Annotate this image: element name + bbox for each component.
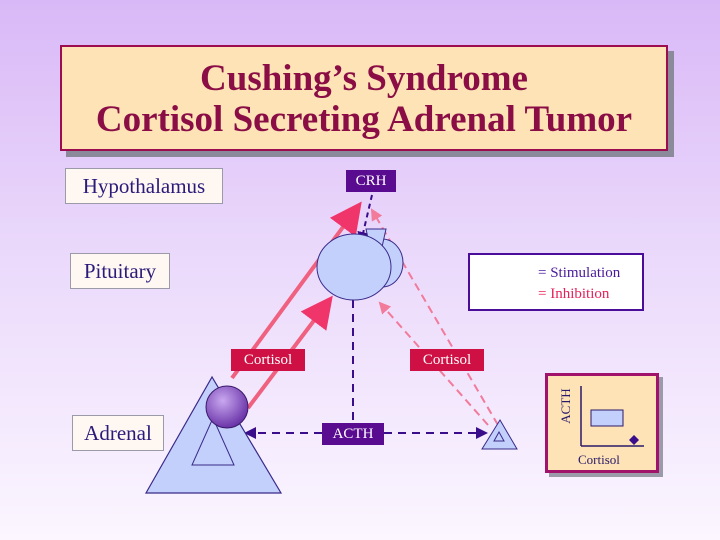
title-box: Cushing’s Syndrome Cortisol Secreting Ad… (60, 45, 668, 151)
cortisol-weak-inhibition-arrow-to-hypothalamus (370, 208, 499, 426)
adrenal-tumor (205, 385, 249, 429)
right-adrenal-gland (481, 419, 518, 450)
acth-vs-cortisol-mini-chart: ACTH Cortisol (545, 373, 659, 473)
title-line-2: Cortisol Secreting Adrenal Tumor (95, 99, 633, 140)
left-adrenal-atrophied-inner (191, 416, 235, 466)
legend-stimulation-label: = Stimulation (538, 265, 621, 281)
mini-chart-plot (580, 386, 644, 447)
mini-chart-normal-range-box (590, 409, 624, 427)
legend-inhibition-label: = Inhibition (538, 286, 610, 302)
mini-chart-xlabel: Cortisol (578, 452, 620, 467)
title-line-1: Cushing’s Syndrome (200, 58, 528, 99)
pituitary-anterior-lobe (316, 233, 392, 301)
region-label-pituitary: Pituitary (70, 253, 170, 289)
crh-tag: CRH (346, 170, 396, 192)
region-label-adrenal: Adrenal (72, 415, 164, 451)
region-label-hypothalamus: Hypothalamus (65, 168, 223, 204)
cortisol-tag-right: Cortisol (410, 349, 484, 371)
mini-chart-patient-marker (629, 435, 639, 445)
crh-arrow-to-pituitary (357, 194, 373, 244)
cortisol-tag-left: Cortisol (231, 349, 305, 371)
right-adrenal-inner (493, 430, 505, 442)
legend: = Stimulation = Inhibition (468, 253, 644, 311)
mini-chart-ylabel: ACTH (558, 388, 573, 424)
acth-tag: ACTH (322, 423, 384, 445)
